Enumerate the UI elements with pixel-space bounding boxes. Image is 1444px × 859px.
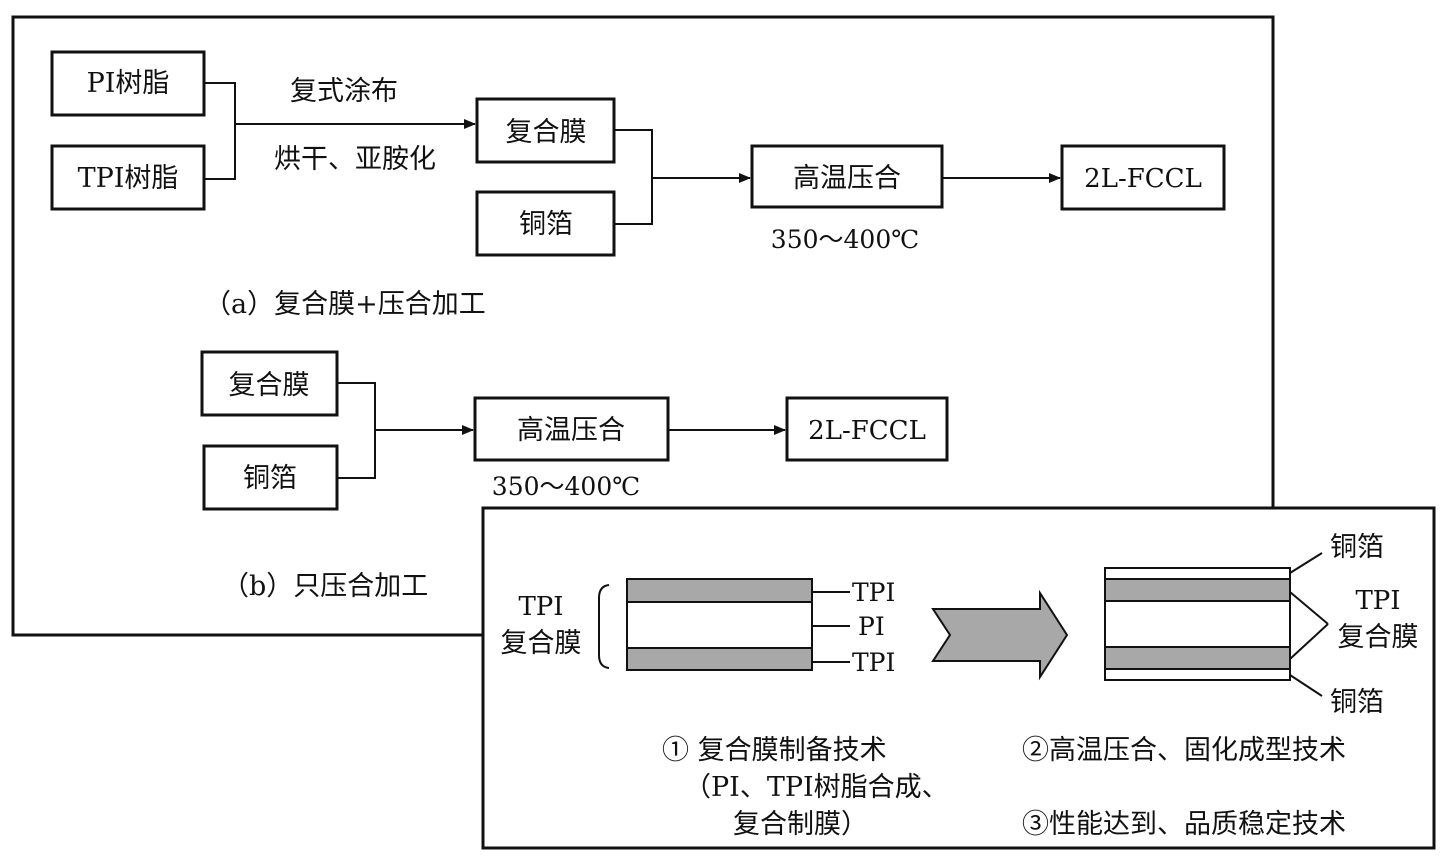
temperature-b: 350～400℃ xyxy=(492,472,640,501)
pi-resin-label: PI树脂 xyxy=(87,68,170,99)
layer-pi xyxy=(626,601,813,649)
merge-line-a1 xyxy=(204,82,236,180)
press-b-label: 高温压合 xyxy=(517,415,625,446)
layer-pi-r xyxy=(1104,600,1291,648)
leader-film-upper xyxy=(1289,591,1329,625)
label-tpi-top: TPI xyxy=(852,578,895,607)
layer-copper-top xyxy=(1104,567,1291,580)
leader-copper-bottom xyxy=(1289,674,1323,697)
tech1-line2: （PI、TPI树脂合成、 xyxy=(684,772,949,803)
tpi-resin-label: TPI树脂 xyxy=(78,163,179,194)
label-film-line1: TPI xyxy=(1355,586,1400,616)
layer-tpi-bottom xyxy=(626,647,813,671)
coating-label: 复式涂布 xyxy=(290,76,398,107)
box-copper-foil-a xyxy=(475,190,616,257)
copper-foil-a-label: 铜箔 xyxy=(519,209,573,240)
label-tpi-bottom: TPI xyxy=(852,648,895,677)
output-b-label: 2L-FCCL xyxy=(808,416,926,446)
layer-tpi-bottom-r xyxy=(1104,646,1291,670)
fccl-stack xyxy=(1104,567,1291,681)
box-output-b xyxy=(785,396,949,462)
output-a-label: 2L-FCCL xyxy=(1084,164,1202,194)
box-composite-film-a xyxy=(475,97,616,164)
leader-copper-top xyxy=(1289,552,1323,574)
transform-arrow xyxy=(931,589,1069,681)
composite-film-a-label: 复合膜 xyxy=(506,117,587,148)
label-copper-top: 铜箔 xyxy=(1330,532,1384,563)
tech2: ②高温压合、固化成型技术 xyxy=(1022,735,1346,766)
leader-film-lower xyxy=(1289,623,1329,660)
tech1-line1: ① 复合膜制备技术 xyxy=(662,735,887,766)
box-output-a xyxy=(1060,144,1226,211)
structure-frame xyxy=(481,506,1436,850)
layer-copper-bottom xyxy=(1104,668,1291,681)
temperature-a: 350～400℃ xyxy=(771,225,919,254)
tech1-line3: 复合制膜） xyxy=(733,809,868,840)
box-pi-resin xyxy=(50,50,206,117)
caption-b: （b）只压合加工 xyxy=(222,571,428,602)
copper-foil-b-label: 铜箔 xyxy=(243,463,297,494)
tpi-film-label-line2: 复合膜 xyxy=(501,628,582,659)
structure-panel: TPI 复合膜 TPI PI TPI 铜箔 TPI 复合膜 xyxy=(481,506,1436,850)
box-press-a xyxy=(750,144,944,209)
box-composite-film-b xyxy=(200,350,339,417)
tpi-film-label-line1: TPI xyxy=(518,592,563,622)
merge-line-a2 xyxy=(614,129,653,225)
tech3: ③性能达到、品质稳定技术 xyxy=(1022,809,1346,840)
label-pi: PI xyxy=(858,612,885,641)
drying-label: 烘干、亚胺化 xyxy=(274,144,436,175)
process-b: 复合膜 铜箔 高温压合 350～400℃ 2L-FCCL （b）只压合加工 xyxy=(200,350,949,602)
box-tpi-resin xyxy=(50,144,206,211)
layer-tpi-top xyxy=(626,578,813,603)
label-film-line2: 复合膜 xyxy=(1338,622,1419,653)
label-copper-bottom: 铜箔 xyxy=(1330,687,1384,718)
composite-film-b-label: 复合膜 xyxy=(229,370,310,401)
tpi-composite-film-stack xyxy=(626,578,813,671)
layer-tpi-top-r xyxy=(1104,578,1291,602)
caption-a: （a）复合膜+压合加工 xyxy=(204,289,486,320)
press-a-label: 高温压合 xyxy=(793,163,901,194)
merge-line-b xyxy=(337,382,376,479)
process-a: PI树脂 TPI树脂 复式涂布 烘干、亚胺化 复合膜 铜箔 高温压合 350～4… xyxy=(50,50,1226,320)
left-brace xyxy=(598,584,610,669)
